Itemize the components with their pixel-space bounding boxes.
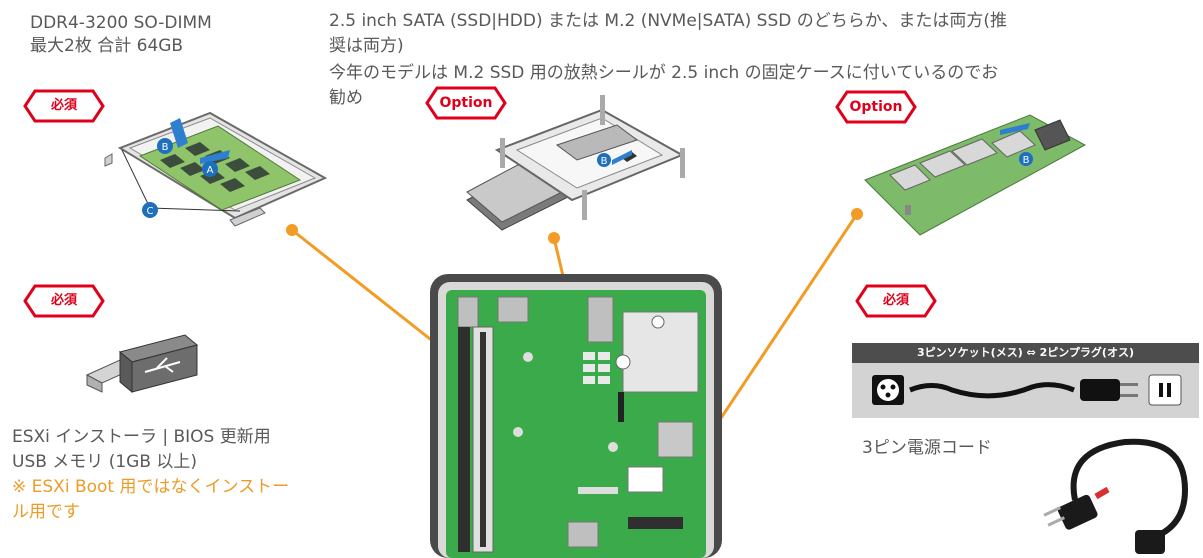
usb-note-line1: ※ ESXi Boot 用ではなくインストー	[12, 476, 289, 498]
usb-note-line2: ル用です	[12, 501, 80, 523]
label-b-sata: B	[601, 156, 608, 167]
usb-description-line1: ESXi インストーラ | BIOS 更新用	[12, 426, 271, 448]
storage-description-line4: 勧め	[329, 87, 363, 109]
storage-description-line1: 2.5 inch SATA (SSD|HDD) または M.2 (NVMe|SA…	[329, 10, 1007, 32]
usb-description-line2: USB メモリ (1GB 以上)	[12, 451, 197, 473]
storage-description-line2: 奨は両方)	[329, 35, 404, 57]
mini-pc-board-illustration	[428, 272, 724, 558]
memory-module-illustration: B A C	[100, 108, 330, 238]
label-b-m2: B	[1023, 155, 1030, 166]
memory-spec-line2: 最大2枚 合計 64GB	[30, 35, 183, 57]
memory-required-badge: 必須	[23, 89, 105, 123]
power-cable-diagram: 3ピンソケット(メス) ⇔ 2ピンプラグ(オス)	[852, 343, 1199, 418]
power-required-badge: 必須	[855, 284, 937, 318]
sata-drive-bracket-illustration: B	[462, 90, 702, 240]
power-cord-photo	[1035, 430, 1203, 558]
cable-header: 3ピンソケット(メス) ⇔ 2ピンプラグ(オス)	[852, 343, 1199, 363]
storage-description-line3: 今年のモデルは M.2 SSD 用の放熱シールが 2.5 inch の固定ケース…	[329, 62, 998, 84]
cable-drawing	[852, 363, 1199, 418]
m2-ssd-illustration: B	[860, 105, 1090, 245]
label-a-memory: A	[207, 165, 214, 176]
power-cable-label: 3ピン電源コード	[862, 437, 992, 459]
label-b-memory: B	[162, 142, 169, 153]
usb-drive-illustration	[85, 330, 200, 405]
label-c-memory: C	[147, 206, 154, 217]
memory-spec-line1: DDR4-3200 SO-DIMM	[30, 12, 212, 34]
usb-required-badge: 必須	[23, 284, 105, 318]
